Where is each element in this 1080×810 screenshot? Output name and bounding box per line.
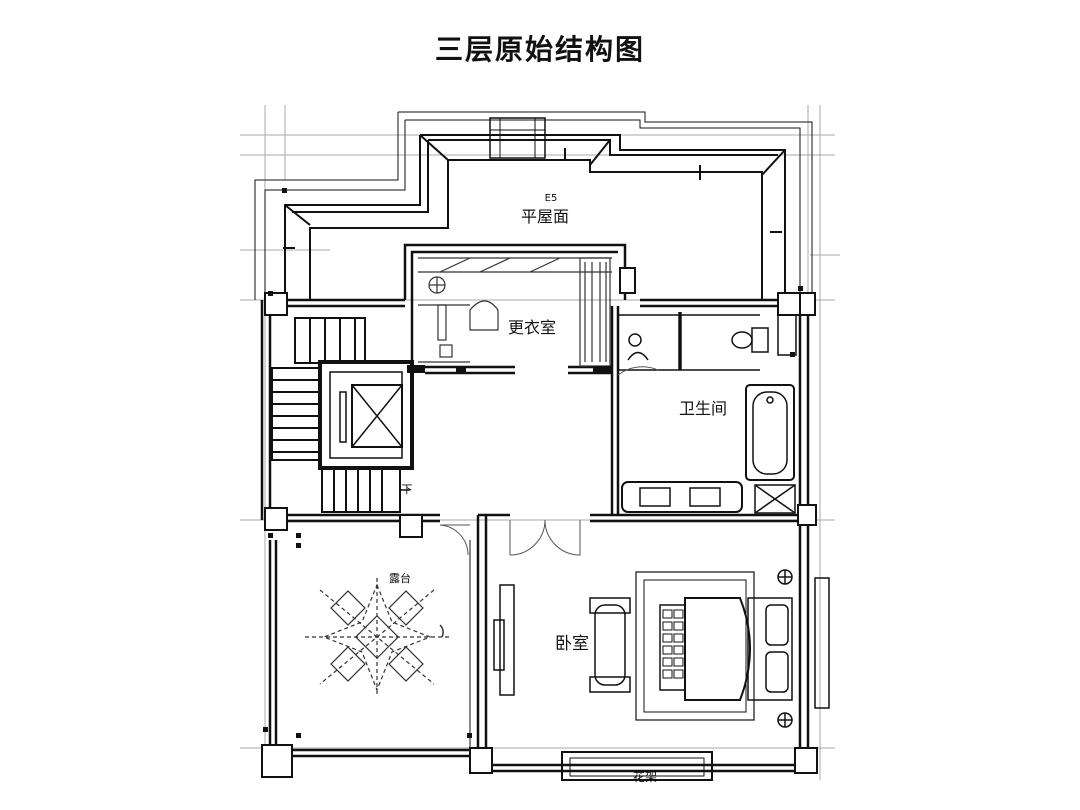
page-title: 三层原始结构图 — [434, 33, 645, 66]
terrace-furniture — [305, 578, 449, 696]
roof-outline — [254, 111, 813, 300]
bathroom-fixtures — [621, 314, 797, 514]
main-walls — [260, 243, 810, 773]
headboard-grid — [662, 609, 684, 679]
closet-fixtures — [418, 257, 612, 367]
bathroom-label: 卫生间 — [679, 399, 727, 418]
wall-fills — [407, 365, 611, 374]
terrace-label: 露台 — [389, 571, 411, 585]
bedroom-label: 卧室 — [555, 634, 589, 654]
roof-mark-label: E5 — [545, 193, 558, 204]
planter-label: 花架 — [633, 769, 657, 784]
columns — [261, 267, 818, 778]
roof-label: 平屋面 — [521, 207, 569, 226]
closet-label: 更衣室 — [508, 318, 556, 337]
elevator — [318, 360, 414, 470]
doors — [439, 366, 659, 556]
bedroom-furniture — [493, 569, 830, 728]
planter — [561, 751, 713, 781]
staircase — [271, 317, 410, 513]
stair-down-label: 下 — [402, 483, 413, 496]
